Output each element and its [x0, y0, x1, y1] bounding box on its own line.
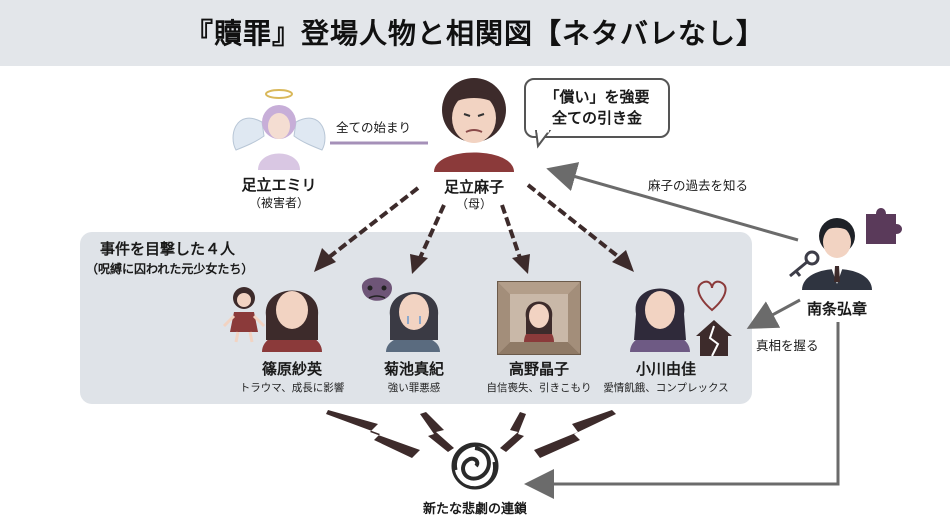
- nanjo-grasp-truth-label: 真相を握る: [756, 338, 819, 353]
- emiri-name: 足立エミリ: [241, 176, 317, 194]
- origin-link-label: 全ての始まり: [336, 120, 412, 135]
- angel-icon: [232, 89, 326, 170]
- sae-avatar: [262, 290, 322, 352]
- nanjo-to-vortex-arrow: [524, 322, 840, 499]
- title-bar: [0, 0, 950, 66]
- girl-1-name: 篠原紗英: [261, 360, 322, 378]
- doll-icon: [222, 287, 266, 343]
- chain-label: 新たな悲劇の連鎖: [422, 502, 527, 517]
- nanjo-to-yuka-arrow: [746, 298, 801, 329]
- speech-bubble: 「償い」を強要 全ての引き金: [524, 78, 670, 138]
- puzzle-piece-icon: [866, 208, 902, 244]
- girl-3-desc: 自信喪失、引きこもり: [486, 382, 592, 394]
- panel-title: 事件を目撃した４人: [100, 240, 236, 258]
- key-icon: [789, 250, 820, 278]
- girl-4-name: 小川由佳: [635, 360, 696, 378]
- panel-subtitle: （呪縛に囚われた元少女たち）: [86, 262, 254, 276]
- maki-avatar: [386, 292, 440, 352]
- asako-avatar: [434, 78, 514, 172]
- yuka-avatar: [630, 288, 690, 352]
- chain-arrowheads: [314, 248, 634, 274]
- lightning-icon: [326, 410, 616, 458]
- broken-house-icon: [696, 320, 732, 357]
- girl-3-name: 高野晶子: [508, 360, 569, 378]
- nanjo-know-past-label: 麻子の過去を知る: [648, 178, 749, 193]
- page-title: 『贖罪』登場人物と相関図【ネタバレなし】: [184, 17, 765, 50]
- bubble-line-1: 「償い」を強要: [544, 88, 650, 106]
- girl-2-desc: 強い罪悪感: [387, 382, 441, 394]
- asako-name: 足立麻子: [443, 178, 504, 196]
- girl-2-name: 菊池真紀: [383, 360, 444, 378]
- bubble-tail: [534, 130, 552, 149]
- nanjo-avatar: [802, 218, 872, 290]
- asako-role: （母）: [455, 197, 492, 211]
- girl-4-desc: 愛情飢餓、コンプレックス: [603, 382, 729, 394]
- chain-arrow-icon: [326, 183, 622, 260]
- nanjo-name: 南条弘章: [806, 300, 867, 318]
- heart-icon: [697, 280, 727, 312]
- akiko-avatar: [524, 301, 554, 342]
- nanjo-to-asako-arrow: [546, 162, 799, 242]
- spiral-vortex-icon: [451, 442, 499, 490]
- bubble-line-2: 全ての引き金: [551, 109, 642, 127]
- girl-1-desc: トラウマ、成長に影響: [239, 382, 345, 394]
- emiri-role: （被害者）: [248, 196, 309, 210]
- drama-mask-icon: [361, 277, 392, 301]
